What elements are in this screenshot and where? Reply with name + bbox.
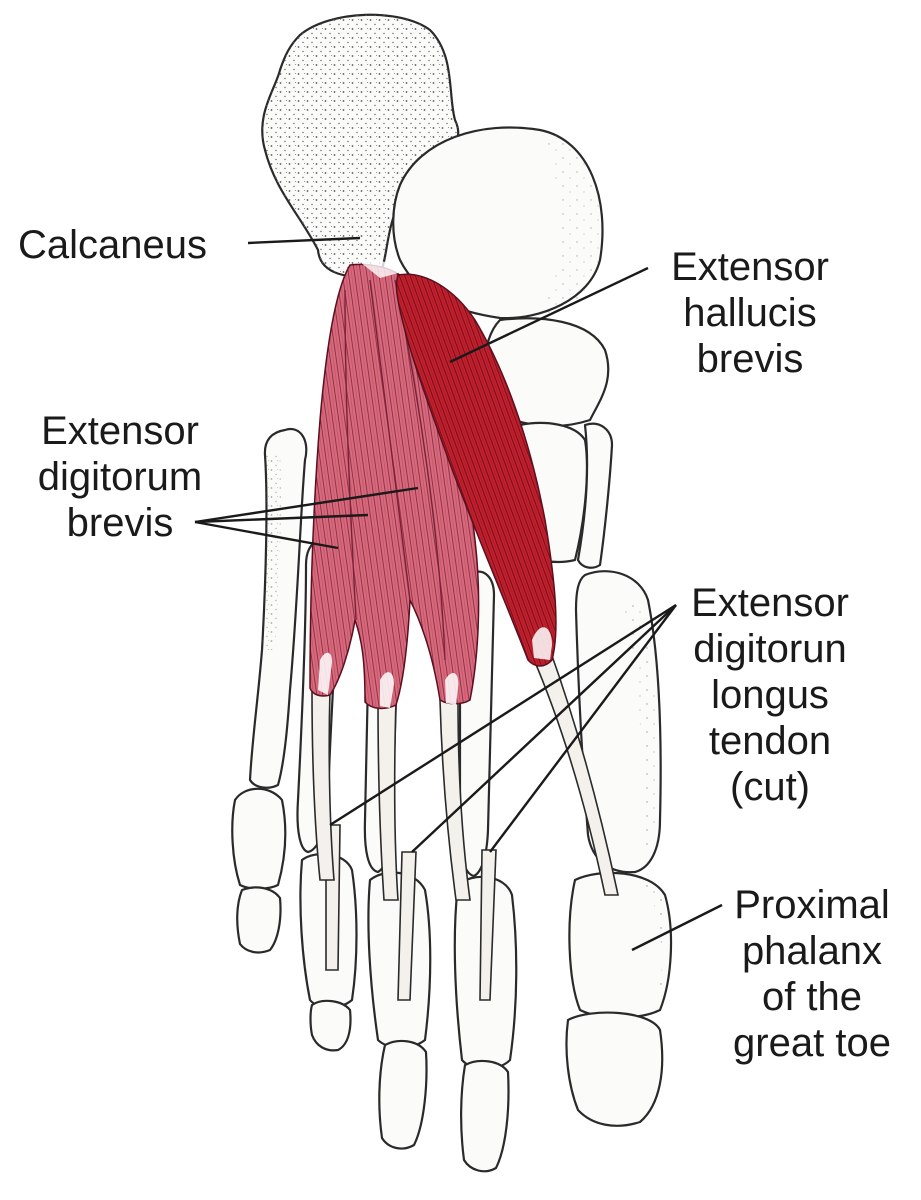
label-proximal-phalanx-great-toe: Proximal phalanx of the great toe <box>712 882 912 1066</box>
label-calcaneus-line-1: Calcaneus <box>18 223 208 267</box>
label-phalanx-line-2: phalanx <box>741 929 883 973</box>
great-toe-proximal-phalanx <box>568 871 673 1019</box>
edl-tendon-3 <box>397 851 417 1001</box>
leader-edb-3 <box>194 520 339 550</box>
extensor-hallucis-brevis-muscle <box>395 273 557 667</box>
label-ehb-line-2: hallucis <box>683 291 817 335</box>
label-edl-line-1: Extensor <box>691 581 849 625</box>
great-toe-distal-phalanx <box>565 1011 664 1127</box>
leader-ehb <box>449 266 649 364</box>
label-extensor-digitorum-longus-tendon: Extensor digitorun longus tendon (cut) <box>665 580 875 810</box>
label-calcaneus: Calcaneus <box>18 222 207 268</box>
leader-edl-1 <box>329 603 677 827</box>
label-edb-line-3: brevis <box>66 501 174 545</box>
edb-tendon-3 <box>377 699 399 901</box>
label-phalanx-line-1: Proximal <box>734 883 890 927</box>
leader-edl-3 <box>489 604 677 853</box>
label-ehb-line-3: brevis <box>696 337 804 381</box>
leader-edl-2 <box>411 604 677 853</box>
leader-phalanx <box>631 903 723 952</box>
label-edl-line-2: digitorun <box>693 627 847 671</box>
label-edl-line-4: tendon <box>708 719 832 763</box>
label-edl-line-3: longus <box>711 673 829 717</box>
label-extensor-hallucis-brevis: Extensor hallucis brevis <box>650 244 850 382</box>
label-phalanx-line-3: of the <box>761 975 863 1019</box>
leader-calcaneus <box>247 236 361 245</box>
ehb-tendon <box>530 649 619 896</box>
label-phalanx-line-4: great toe <box>733 1021 891 1065</box>
label-extensor-digitorum-brevis: Extensor digitorum brevis <box>14 408 226 546</box>
edb-tendon-4 <box>311 689 335 881</box>
leader-edb-1 <box>194 486 419 524</box>
leader-edb-2 <box>194 513 369 524</box>
label-edb-line-1: Extensor <box>41 409 199 453</box>
label-edl-line-5: (cut) <box>730 765 810 809</box>
label-edb-line-2: digitorum <box>37 455 203 499</box>
label-ehb-line-1: Extensor <box>671 245 829 289</box>
